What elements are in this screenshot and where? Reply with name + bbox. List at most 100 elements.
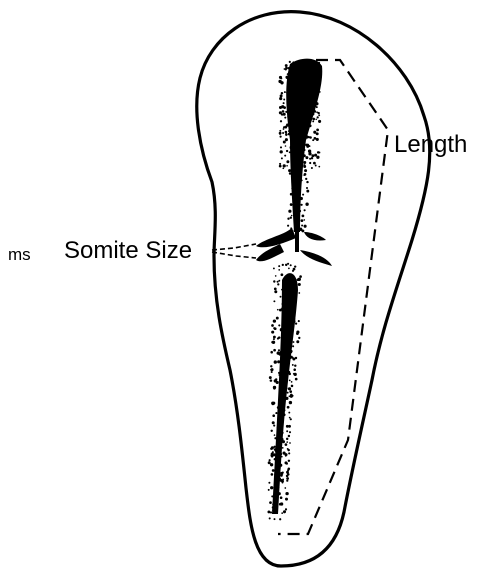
stipple-dot	[274, 518, 276, 520]
somite-left-upper	[256, 228, 296, 247]
stipple-dot	[272, 414, 275, 417]
stipple-dot	[309, 162, 311, 164]
stipple-dot	[312, 139, 314, 141]
stipple-dot	[302, 194, 304, 196]
stipple-dot	[287, 218, 289, 220]
stipple-dot	[279, 106, 282, 109]
stipple-dot	[279, 165, 282, 168]
stipple-dot	[273, 387, 276, 390]
stipple-dot	[288, 468, 291, 471]
stipple-dot	[280, 146, 282, 148]
somite-size-dashed-line	[212, 244, 256, 258]
stipple-dot	[273, 338, 275, 340]
stipple-dot	[282, 167, 284, 169]
stipple-dot	[277, 281, 279, 283]
stipple-dot	[301, 225, 303, 227]
stipple-dot	[308, 149, 311, 152]
stipple-dot	[270, 486, 273, 489]
stipple-dot	[316, 111, 318, 113]
stipple-dot	[306, 181, 308, 183]
stipple-dot	[281, 273, 284, 276]
label-ms: ms	[8, 245, 31, 264]
stipple-dot	[273, 300, 275, 302]
stipple-dot	[298, 292, 300, 294]
stipple-dot	[298, 278, 300, 280]
stipple-dot	[279, 130, 281, 132]
label-somite-size: Somite Size	[64, 237, 192, 264]
stipple-dot	[268, 489, 270, 491]
stipple-dot	[303, 165, 306, 168]
stipple-dot	[309, 158, 311, 160]
stipple-dot	[269, 517, 271, 519]
stipple-dot	[268, 482, 270, 484]
stipple-dot	[290, 394, 293, 397]
stipple-dot	[271, 453, 274, 456]
stipple-dot	[283, 99, 285, 101]
stipple-dot	[282, 471, 284, 473]
stipple-dot	[303, 161, 306, 164]
stipple-dot	[272, 421, 275, 424]
stipple-dot	[284, 155, 286, 157]
stipple-dot	[271, 371, 273, 373]
stipple-dot	[309, 136, 312, 139]
stipple-dot	[285, 64, 288, 67]
stipple-dot	[284, 487, 286, 489]
stipple-dot	[288, 268, 290, 270]
stipple-dot	[298, 283, 301, 286]
stipple-dot	[318, 120, 321, 123]
stipple-dot	[270, 369, 272, 371]
stipple-dot	[283, 113, 286, 116]
stipple-dot	[316, 156, 319, 159]
stipple-dot	[305, 144, 308, 147]
stipple-dot	[270, 365, 272, 367]
stipple-dot	[269, 459, 271, 461]
stipple-dot	[281, 512, 283, 514]
stipple-dot	[305, 178, 307, 180]
stipple-dot	[270, 511, 272, 513]
stipple-dot	[316, 106, 318, 108]
stipple-dot	[311, 157, 313, 159]
stipple-dot	[269, 501, 272, 504]
stipple-dot	[304, 209, 306, 211]
stipple-dot	[273, 267, 275, 269]
stipple-dot	[274, 434, 276, 436]
stipple-dot	[280, 496, 283, 499]
stipple-dot	[283, 164, 286, 167]
stipple-dot	[270, 463, 273, 466]
stipple-dot	[286, 430, 288, 432]
stipple-dot	[302, 215, 305, 218]
stipple-dot	[286, 492, 289, 495]
stipple-dot	[316, 138, 319, 141]
stipple-dot	[273, 425, 275, 427]
stipple-dot	[316, 132, 319, 135]
stipple-dot	[278, 269, 280, 271]
stipple-dot	[271, 447, 273, 449]
stipple-dot	[287, 392, 289, 394]
stipple-dot	[271, 473, 274, 476]
stipple-dot	[309, 145, 311, 147]
stipple-dot	[276, 381, 279, 384]
stipple-dot	[281, 92, 283, 94]
stipple-dot	[288, 425, 291, 428]
stipple-dot	[277, 283, 279, 285]
stipple-dot	[289, 395, 291, 397]
stipple-dot	[273, 336, 276, 339]
posterior-neural-groove	[272, 273, 298, 514]
stipple-dot	[318, 166, 320, 168]
stipple-dot	[293, 341, 295, 343]
stipple-dot	[314, 131, 316, 133]
stipple-dot	[280, 150, 283, 153]
stipple-dot	[289, 373, 291, 375]
stipple-dot	[271, 430, 273, 432]
stipple-dot	[267, 510, 270, 513]
stipple-dot	[305, 156, 308, 159]
stipple-dot	[315, 165, 317, 167]
stipple-dot	[318, 114, 320, 116]
anterior-neural-groove	[286, 59, 322, 232]
stipple-dot	[288, 460, 290, 462]
stipple-dot	[285, 264, 287, 266]
stipple-dot	[306, 190, 309, 193]
stipple-dot	[292, 270, 294, 272]
stipple-dot	[315, 118, 317, 120]
stipple-dot	[286, 150, 288, 152]
